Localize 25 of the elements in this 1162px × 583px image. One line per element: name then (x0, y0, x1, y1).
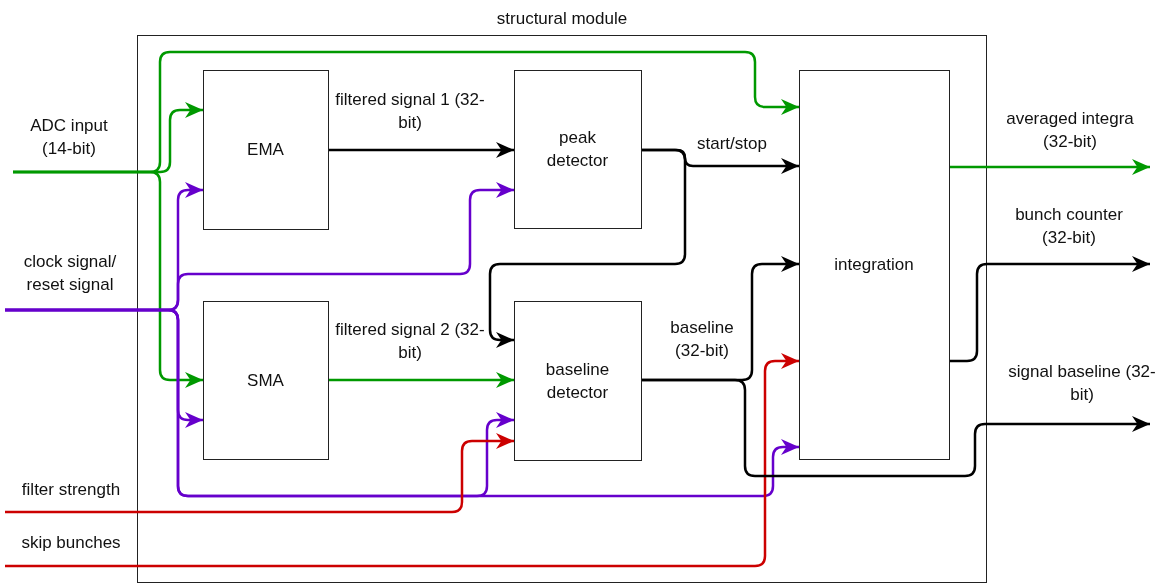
arrow (950, 255, 1150, 363)
signal-label: clock signal/ reset signal (22, 251, 118, 296)
box-label: EMA (246, 139, 285, 161)
arrow (488, 148, 687, 349)
arrow (5, 308, 799, 498)
process-box (202, 300, 329, 460)
signal-label: filter strength (21, 479, 121, 501)
signal-label: skip bunches (21, 532, 121, 554)
box-label: baseline detector (544, 358, 611, 404)
box-label: integration (833, 254, 915, 276)
arrow (642, 378, 1150, 478)
process-box (513, 300, 642, 461)
arrow (329, 141, 514, 159)
arrow (329, 371, 514, 389)
arrow (5, 352, 799, 568)
arrow (5, 432, 514, 514)
process-box (513, 69, 642, 229)
process-box (798, 69, 950, 460)
signal-label: ADC input (14-bit) (29, 115, 109, 160)
arrow (13, 50, 799, 174)
box-label: SMA (246, 369, 285, 392)
module-title: structural module (495, 8, 629, 30)
process-box (202, 69, 329, 230)
arrow (950, 158, 1150, 176)
box-label: peak detector (545, 127, 610, 172)
